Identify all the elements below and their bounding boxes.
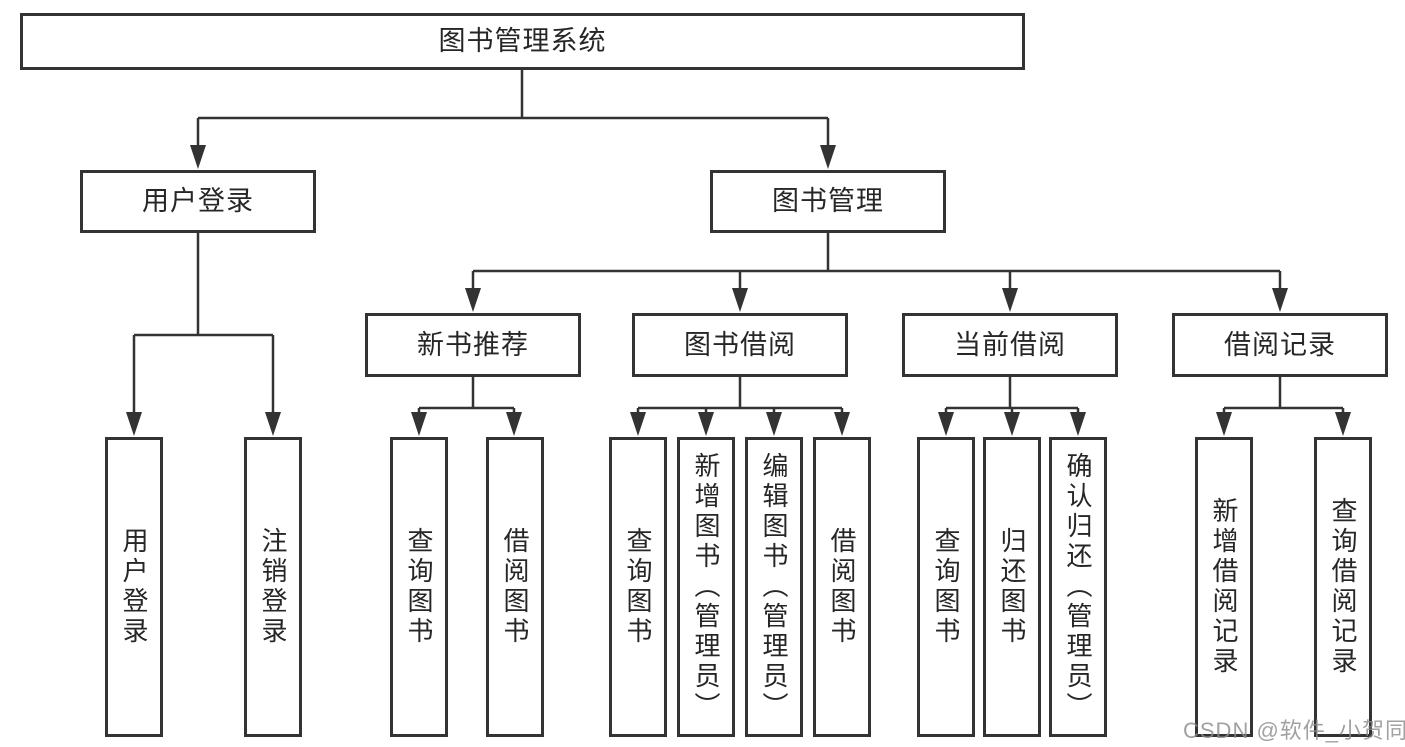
- arrowheads: [126, 145, 1351, 436]
- leaf-label: 借阅图书: [500, 527, 530, 647]
- leaf-label: 新增图书（管理员）: [691, 452, 721, 722]
- leaf-label: 查询借阅记录: [1328, 497, 1358, 677]
- node-label: 图书管理: [772, 186, 884, 216]
- leaf-label: 归还图书: [997, 527, 1027, 647]
- leaf-label: 查询图书: [404, 527, 434, 647]
- node-label: 新书推荐: [417, 329, 529, 360]
- node-label: 当前借阅: [954, 329, 1066, 360]
- leaf-borrow-books-1: 借阅图书: [486, 437, 544, 737]
- leaf-label: 查询图书: [623, 527, 653, 647]
- leaf-label: 确认归还（管理员）: [1063, 452, 1093, 722]
- leaf-label: 注销登录: [258, 527, 288, 647]
- csdn-watermark: CSDN @软件_小贺同学: [1183, 718, 1405, 743]
- node-library-management-system: 图书管理系统: [20, 13, 1025, 70]
- node-new-book-recommendation: 新书推荐: [365, 313, 581, 377]
- leaf-logout: 注销登录: [244, 437, 302, 737]
- leaf-return-books: 归还图书: [983, 437, 1041, 737]
- leaf-label: 查询图书: [931, 527, 961, 647]
- leaf-query-books-1: 查询图书: [390, 437, 448, 737]
- leaf-label: 用户登录: [119, 527, 149, 647]
- leaf-edit-books-admin: 编辑图书（管理员）: [745, 437, 803, 737]
- leaf-add-books-admin: 新增图书（管理员）: [677, 437, 735, 737]
- leaf-query-books-2: 查询图书: [609, 437, 667, 737]
- node-user-login-group: 用户登录: [80, 170, 316, 233]
- node-borrowing-records: 借阅记录: [1172, 313, 1388, 377]
- node-current-borrowing: 当前借阅: [902, 313, 1118, 377]
- leaf-user-login: 用户登录: [105, 437, 163, 737]
- node-book-management: 图书管理: [710, 170, 946, 233]
- leaf-query-borrow-record: 查询借阅记录: [1314, 437, 1372, 737]
- leaf-label: 借阅图书: [827, 527, 857, 647]
- node-label: 图书借阅: [684, 329, 796, 360]
- node-label: 借阅记录: [1224, 329, 1336, 360]
- leaf-label: 编辑图书（管理员）: [759, 452, 789, 722]
- node-label: 用户登录: [142, 186, 254, 216]
- node-book-borrowing: 图书借阅: [632, 313, 848, 377]
- leaf-query-books-3: 查询图书: [917, 437, 975, 737]
- leaf-borrow-books-2: 借阅图书: [813, 437, 871, 737]
- tree-edges: [132, 70, 1345, 413]
- leaf-label: 新增借阅记录: [1209, 497, 1239, 677]
- leaf-add-borrow-record: 新增借阅记录: [1195, 437, 1253, 737]
- node-label: 图书管理系统: [438, 26, 607, 56]
- leaf-confirm-return-admin: 确认归还（管理员）: [1049, 437, 1107, 737]
